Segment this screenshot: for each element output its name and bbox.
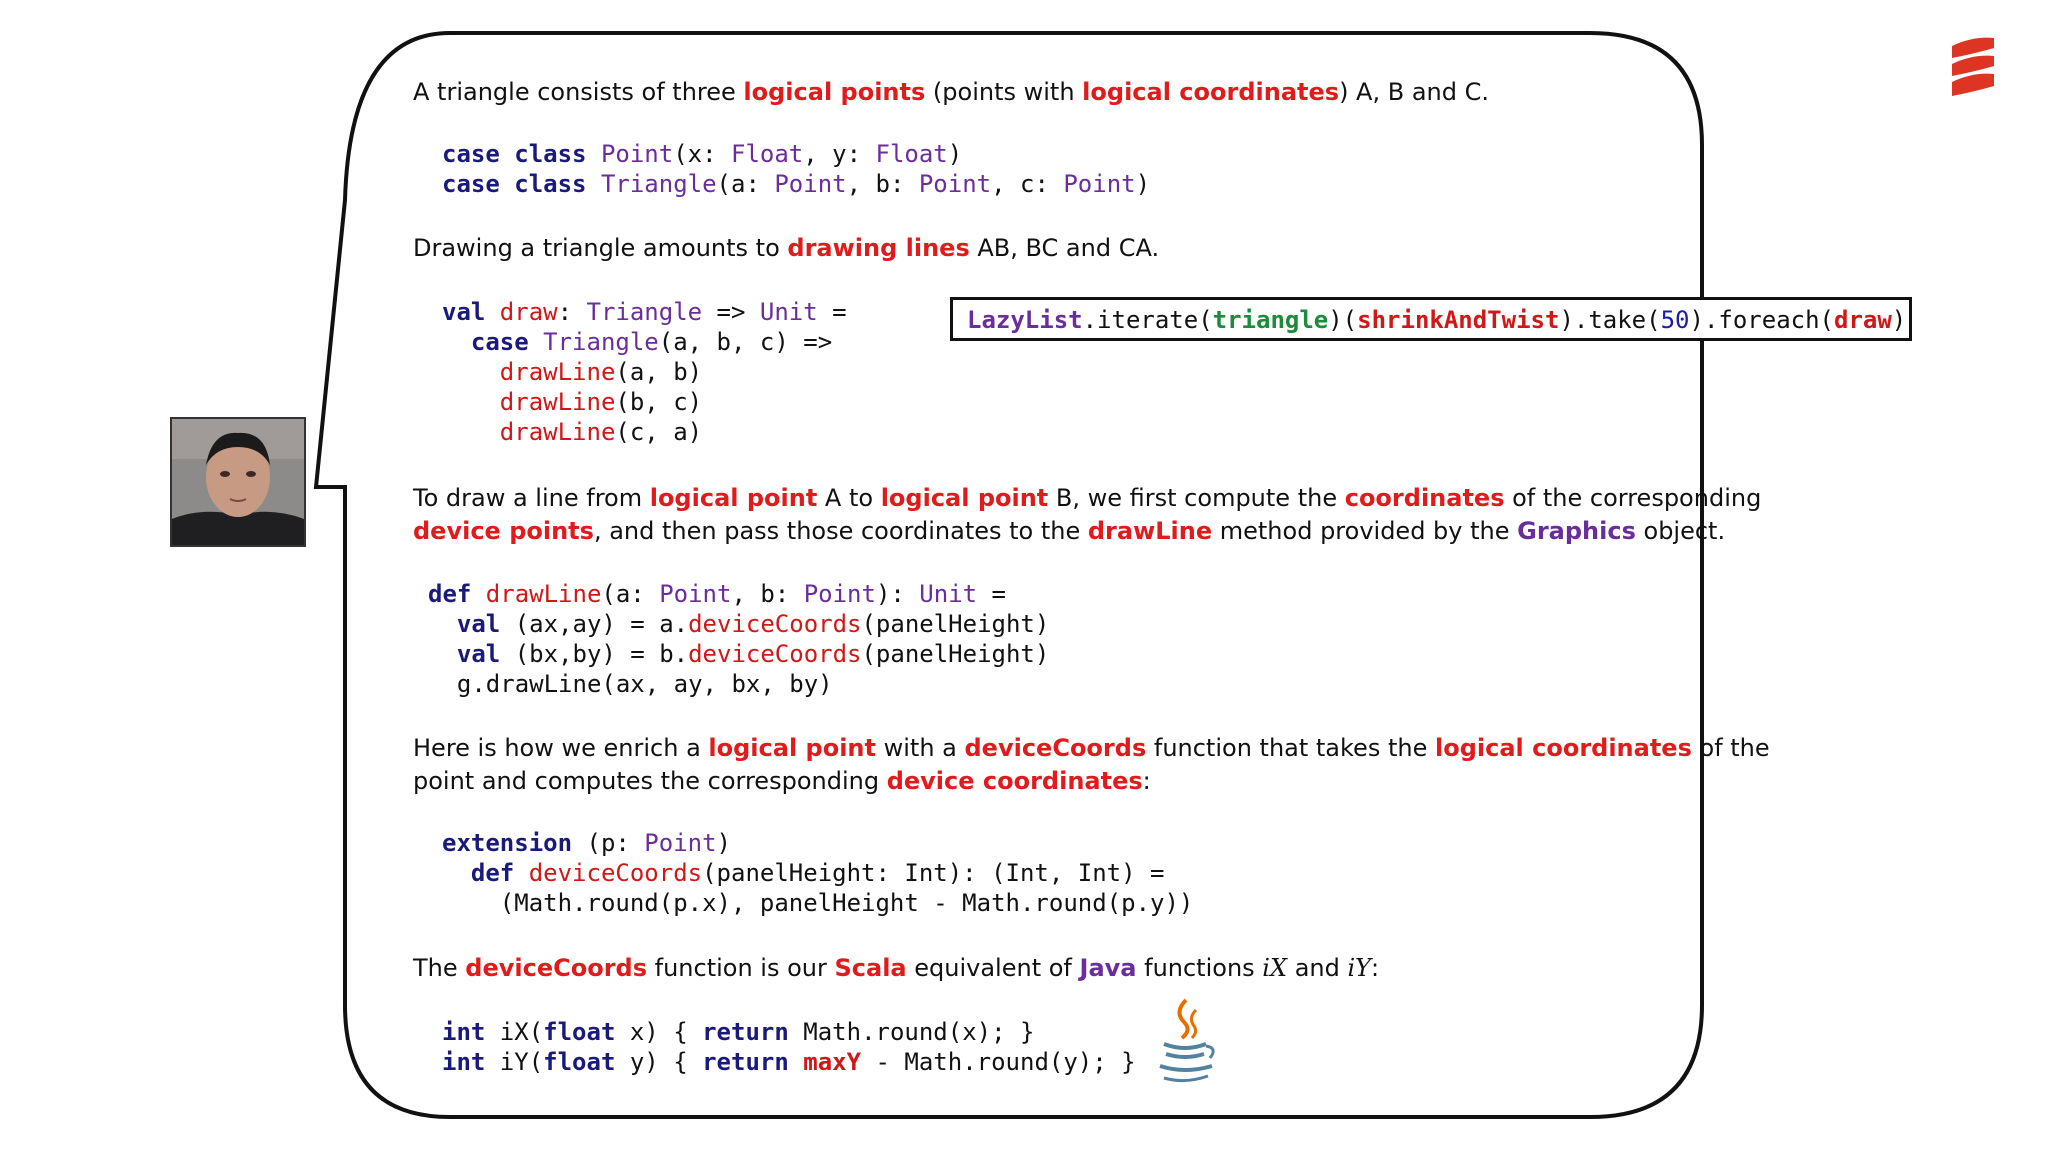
code-drawline: def drawLine(a: Point, b: Point): Unit =… <box>428 579 1049 699</box>
code-line: int iX(float x) { return Math.round(x); … <box>442 1018 1035 1046</box>
code-line: drawLine(b, c) <box>499 388 703 416</box>
paragraph-draw-line: To draw a line from logical point A to l… <box>413 482 1761 548</box>
code-line: g.drawLine(ax, ay, bx, by) <box>456 670 833 698</box>
code-lazylist: LazyList.iterate(triangle)(shrinkAndTwis… <box>967 306 1907 334</box>
lazylist-callout: LazyList.iterate(triangle)(shrinkAndTwis… <box>950 297 1912 341</box>
code-line: drawLine(c, a) <box>499 418 703 446</box>
code-line: int iY(float y) { return maxY - Math.rou… <box>442 1048 1136 1076</box>
code-line: val (ax,ay) = a.deviceCoords(panelHeight… <box>456 610 1050 638</box>
text-line: device points, and then pass those coord… <box>413 517 1726 545</box>
code-line: (Math.round(p.x), panelHeight - Math.rou… <box>499 889 1194 917</box>
code-line: def drawLine(a: Point, b: Point): Unit = <box>428 580 1006 608</box>
code-line: extension (p: Point) <box>442 829 731 857</box>
text-line: Here is how we enrich a logical point wi… <box>413 734 1770 762</box>
code-line: val (bx,by) = b.deviceCoords(panelHeight… <box>456 640 1050 668</box>
code-extension: extension (p: Point) def deviceCoords(pa… <box>442 828 1193 918</box>
java-cup-icon <box>1159 998 1215 1083</box>
code-case-classes: case class Point(x: Float, y: Float)case… <box>442 139 1150 199</box>
code-draw: val draw: Triangle => Unit = case Triang… <box>442 297 847 447</box>
code-line: case Triangle(a, b, c) => <box>470 328 833 356</box>
text-line: To draw a line from logical point A to l… <box>413 484 1762 512</box>
paragraph-enrich: Here is how we enrich a logical point wi… <box>413 732 1770 798</box>
presenter-avatar <box>170 417 306 547</box>
code-line: case class Triangle(a: Point, b: Point, … <box>442 170 1151 198</box>
paragraph-triangle: A triangle consists of three logical poi… <box>413 78 1489 106</box>
code-line: drawLine(a, b) <box>499 358 703 386</box>
text-line: point and computes the corresponding dev… <box>413 767 1151 795</box>
code-line: case class Point(x: Float, y: Float) <box>442 140 963 168</box>
code-line: val draw: Triangle => Unit = <box>442 298 847 326</box>
code-java: int iX(float x) { return Math.round(x); … <box>442 1017 1136 1077</box>
scala-logo-icon <box>1952 37 1994 96</box>
paragraph-drawing: Drawing a triangle amounts to drawing li… <box>413 234 1160 262</box>
code-line: def deviceCoords(panelHeight: Int): (Int… <box>470 859 1165 887</box>
paragraph-scala-java: The deviceCoords function is our Scala e… <box>413 954 1380 982</box>
